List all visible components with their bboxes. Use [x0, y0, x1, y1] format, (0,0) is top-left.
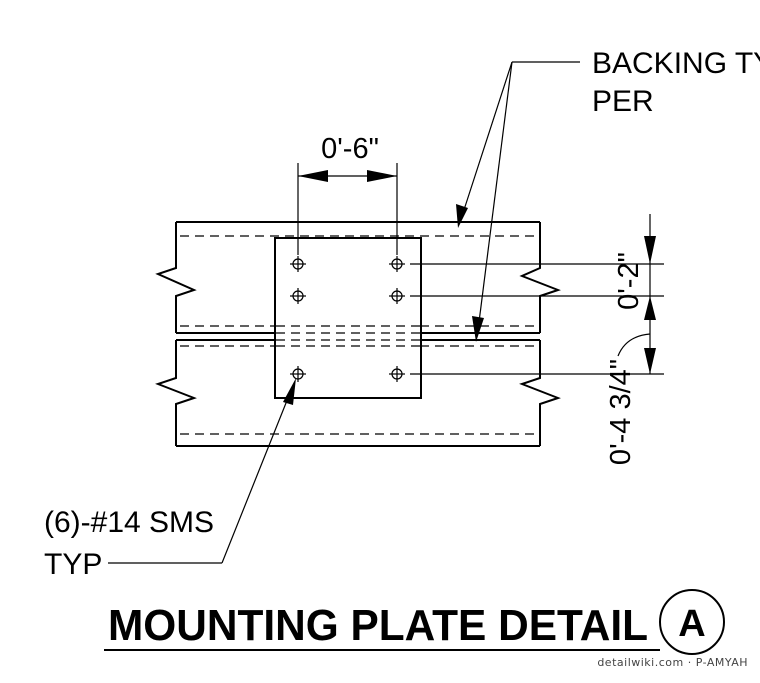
- vertical-dimension-2in-text: 0'-2": [613, 252, 645, 310]
- backing-label-line2: PER: [592, 85, 654, 118]
- screw-icon: [290, 256, 306, 272]
- screw-icon: [389, 366, 405, 382]
- footer-watermark: detailwiki.com · P-AMYAH: [597, 656, 748, 669]
- screw-label-line2: TYP: [44, 548, 102, 581]
- vertical-dimensions: [410, 214, 664, 375]
- detail-tag-bubble: A: [659, 589, 725, 655]
- detail-tag-letter: A: [678, 603, 705, 645]
- left-break-line: [155, 222, 197, 446]
- screw-icon: [290, 288, 306, 304]
- screw-label-line1: (6)-#14 SMS: [44, 506, 214, 539]
- screw-icon: [290, 366, 306, 382]
- horizontal-dimension: 0'-6": [297, 133, 398, 255]
- backing-label-line1: BACKING TY: [592, 47, 760, 80]
- screw-symbols: [290, 256, 405, 382]
- screw-icon: [389, 288, 405, 304]
- right-break-line: [519, 222, 561, 446]
- horizontal-dimension-text: 0'-6": [321, 133, 379, 165]
- detail-title: MOUNTING PLATE DETAIL: [108, 601, 648, 650]
- screw-icon: [389, 256, 405, 272]
- screw-leader: [108, 378, 296, 564]
- vertical-dimension-4-3-4in-text: 0'-4 3/4": [605, 359, 637, 465]
- backing-leader: [456, 61, 580, 342]
